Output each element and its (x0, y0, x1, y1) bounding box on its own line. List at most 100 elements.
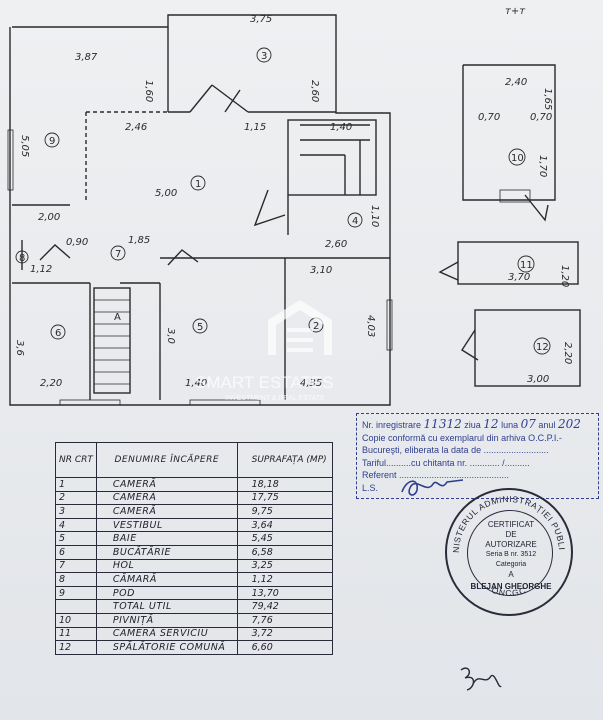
header-nr: NR CRT (55, 442, 97, 478)
room-2-label: 2 (313, 321, 319, 332)
stamp-ls-label: L.S. (362, 482, 379, 493)
dim-r11-h: 1,20 (559, 265, 570, 287)
referent-signature-icon (401, 479, 464, 496)
row-nr: 6 (55, 544, 97, 560)
dim-r9-w: 3,87 (75, 52, 98, 63)
row-nr: 4 (55, 517, 97, 533)
dim-r3-w: 3,75 (250, 14, 272, 25)
dim-140: 1,40 (330, 122, 352, 133)
stamp-year-label: anul (538, 420, 556, 430)
dim-260: 2,60 (325, 239, 347, 250)
dim-r3-h: 2,60 (309, 80, 320, 102)
dim-r9-side: 1,60 (143, 80, 154, 102)
watermark-brand: SMART ESTATES (195, 373, 334, 392)
row-nr: 3 (55, 504, 97, 519)
dim-110: 1,10 (369, 205, 380, 227)
row-name: BAIE (95, 531, 238, 546)
stamp-fee-label: Tariful (362, 457, 387, 468)
row-name: SPĂLĂTORIE COMUNĂ (95, 640, 238, 655)
top-note: ᴛ+ᴛ (505, 6, 526, 17)
room-1-label: 1 (195, 179, 201, 190)
row-nr: 10 (55, 612, 97, 628)
stamp-month: 07 (520, 417, 536, 431)
stamp-referent-label: Referent (362, 470, 397, 480)
row-name: HOL (95, 558, 238, 574)
dim-r10-side: 1,65 (542, 88, 553, 110)
row-area: 3,64 (236, 517, 334, 533)
room-12-label: 12 (536, 342, 549, 353)
dim-r12-h: 2,20 (562, 342, 573, 364)
row-name: CAMERĂ (95, 490, 238, 506)
seal-l3: AUTORIZARE (485, 540, 537, 549)
row-name: CAMERĂ SERVICIU (95, 626, 238, 642)
dim-r10-h: 1,70 (537, 155, 548, 177)
authorization-seal: MINISTERUL ADMINISTRAȚIEI PUBLICE ONCGC … (445, 488, 573, 616)
row-area: 5,45 (236, 531, 334, 546)
room-6-label: 6 (55, 328, 61, 339)
ocpi-stamp: Nr. inregistrare 11312 ziua 12 luna 07 a… (356, 413, 599, 499)
room-3-label: 3 (261, 51, 267, 62)
row-name: BUCĂTĂRIE (95, 544, 238, 560)
dim-r12-w: 3,00 (527, 374, 549, 385)
header-name: DENUMIRE ÎNCĂPERE (95, 442, 238, 478)
seal-l4: Seria B nr. 3512 (485, 551, 537, 558)
stamp-month-label: luna (501, 420, 519, 430)
watermark-logo-icon (268, 300, 332, 355)
row-nr: 9 (55, 585, 97, 601)
row-name: TOTAL UTIL (95, 599, 238, 614)
seal-l6: A (508, 570, 514, 579)
row-area: 17,75 (236, 490, 334, 506)
stamp-year: 202 (557, 417, 581, 431)
dim-r9-h: 5,05 (19, 135, 30, 157)
dim-115: 1,15 (244, 122, 266, 133)
stamp-copy-line: Copie conformă cu exemplarul din arhiva … (362, 432, 562, 443)
dim-r10-a: 0,70 (478, 112, 500, 123)
row-name: POD (95, 585, 238, 601)
stamp-reg-number: 11312 (423, 417, 462, 431)
row-nr: 5 (55, 531, 97, 546)
seal-l2: DE (505, 530, 517, 539)
row-name: CAMERĂ (95, 477, 238, 492)
row-nr (55, 599, 97, 614)
dim-200: 2,00 (38, 212, 60, 223)
engineer-signature-icon (460, 667, 502, 691)
row-nr: 12 (55, 640, 97, 655)
stamp-reg-label: Nr. inregistrare (362, 420, 422, 430)
row-area: 1,12 (236, 572, 334, 587)
stamp-day-label: ziua (464, 420, 481, 430)
row-area: 6,58 (236, 544, 334, 560)
main-outline (9, 14, 391, 406)
stair-mark: A (114, 312, 121, 323)
row-area: 7,76 (236, 612, 334, 628)
seal-l5: Categoria (495, 561, 527, 568)
floor-plan: 3,75 2,60 3,87 5,05 1,60 2,46 1,15 1,40 … (7, 6, 581, 406)
stamp-issued-line: Bucureşti, eliberata la data de (362, 445, 482, 455)
table-header-row: NR CRT DENUMIRE ÎNCĂPERE SUPRAFAȚA (MP) (55, 442, 334, 478)
row-area: 9,75 (236, 504, 334, 519)
dim-246: 2,46 (125, 122, 147, 133)
rooms-table: NR CRT DENUMIRE ÎNCĂPERE SUPRAFAȚA (MP) … (55, 442, 334, 655)
row-name: PIVNIȚĂ (95, 612, 238, 628)
stamp-receipt-label: cu chitanta nr. (411, 457, 468, 468)
header-area: SUPRAFAȚA (MP) (236, 442, 334, 478)
dim-185: 1,85 (128, 235, 150, 246)
dim-r6-h: 3,6 (14, 340, 25, 356)
row-nr: 11 (55, 626, 97, 642)
dim-310: 3,10 (310, 265, 332, 276)
dim-r10-w: 2,40 (505, 77, 527, 88)
room-5-label: 5 (197, 322, 203, 333)
watermark: SMART ESTATES INVESTMENT & REAL ESTATE (195, 300, 334, 402)
room-10-label: 10 (511, 153, 524, 164)
dim-r2-w: 4,35 (300, 378, 322, 389)
